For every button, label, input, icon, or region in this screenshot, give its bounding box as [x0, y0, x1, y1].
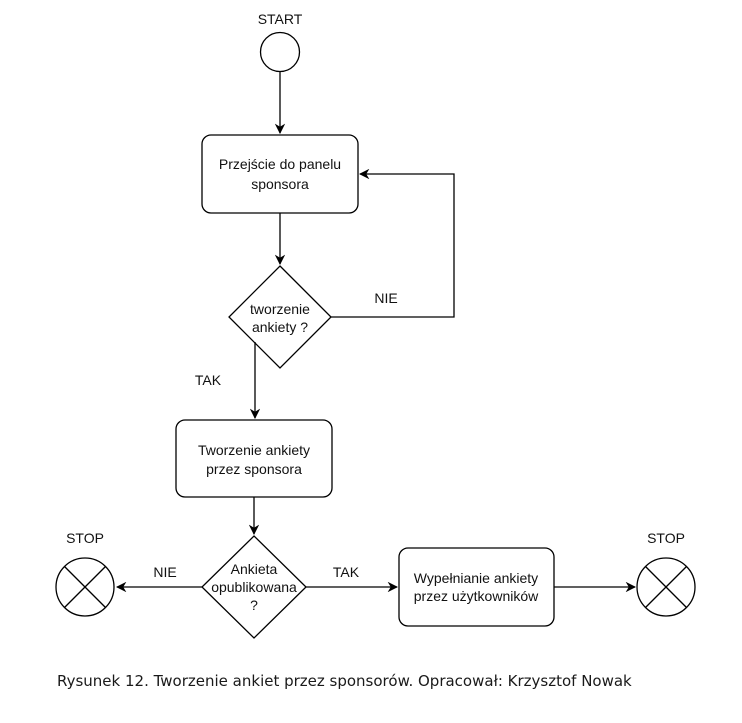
edge-decision-no-loop — [331, 168, 455, 318]
stop-right-label: STOP — [647, 530, 685, 546]
process-fill-survey-node — [398, 547, 555, 627]
decision-published-text-line2: opublikowana — [211, 579, 297, 595]
start-node — [259, 31, 301, 73]
edge-label-no-bottom: NIE — [153, 564, 176, 580]
panel-text-line1: Przejście do panelu — [219, 156, 341, 172]
decision-survey-text-line1: tworzenie — [250, 301, 310, 317]
fill-survey-text-line2: przez użytkowników — [414, 588, 539, 604]
stop-left-label: STOP — [66, 530, 104, 546]
start-label: START — [258, 11, 303, 27]
decision-survey-node — [228, 265, 332, 369]
decision-published-text-line3: ? — [250, 597, 258, 613]
process-create-survey-node — [175, 419, 333, 498]
edge-label-yes-bottom: TAK — [333, 564, 360, 580]
edge-label-no-top: NIE — [374, 290, 397, 306]
panel-text-line2: sponsora — [251, 176, 309, 192]
decision-survey-text-line2: ankiety ? — [252, 319, 308, 335]
decision-published-text-line1: Ankieta — [231, 561, 278, 577]
stop-left-node — [55, 557, 115, 617]
stop-right-node — [636, 557, 696, 617]
decision-published-node — [201, 535, 307, 639]
fill-survey-text-line1: Wypełnianie ankiety — [414, 570, 538, 586]
create-survey-text-line2: przez sponsora — [206, 461, 302, 477]
create-survey-text-line1: Tworzenie ankiety — [198, 442, 310, 458]
edge-label-yes-mid: TAK — [195, 372, 222, 388]
process-panel-node — [201, 134, 359, 214]
figure-caption: Rysunek 12. Tworzenie ankiet przez spons… — [57, 672, 632, 690]
